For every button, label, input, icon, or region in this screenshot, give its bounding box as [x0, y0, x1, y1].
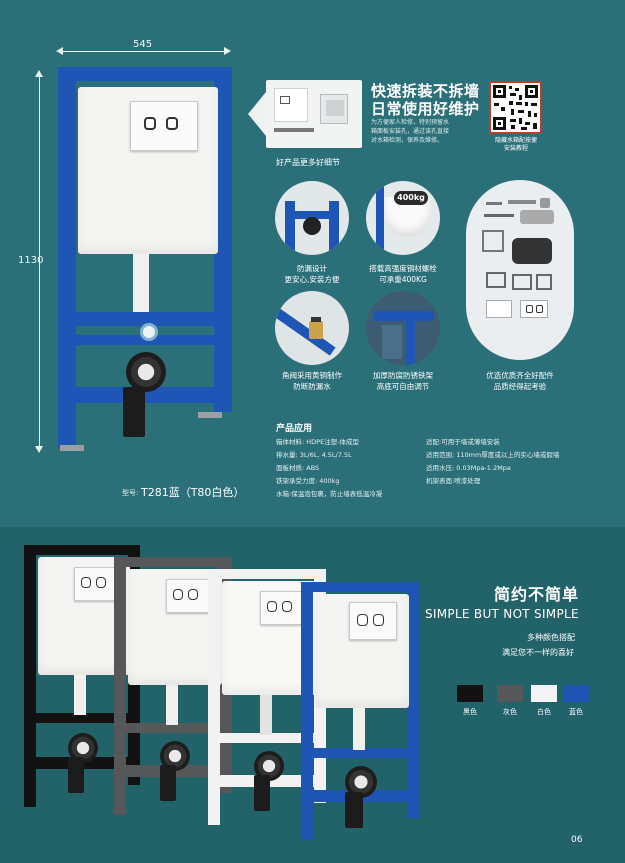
- accessories-image: [466, 180, 574, 360]
- brass-valve-image: [275, 291, 349, 365]
- swatch-label-blue: 蓝色: [569, 708, 583, 716]
- detail-3-line-1: 角阀采用黄铜制作: [282, 371, 342, 380]
- pointer-arrow: [248, 92, 266, 136]
- application-heading: 产品应用: [276, 424, 313, 434]
- swatch-label-black: 黑色: [463, 708, 477, 716]
- spec-right-item: 适用范围: 110mm厚度或以上的实心墙或假墙: [426, 451, 560, 459]
- swatch-grey[interactable]: [497, 685, 523, 702]
- swatch-white[interactable]: [531, 685, 557, 702]
- slogan-en: SIMPLE BUT NOT SIMPLE: [425, 607, 579, 621]
- spec-left-item: 水箱:保温泡包裹，防止墙表低温冷凝: [276, 490, 383, 498]
- iron-frame-image: [366, 291, 440, 365]
- quick-install-title-2: 日常使用好维护: [371, 100, 480, 118]
- swatch-label-white: 白色: [537, 708, 551, 716]
- detail-1-line-2: 更安心,安装方便: [284, 275, 340, 284]
- model-label: 型号:: [122, 489, 139, 497]
- detail-2-line-1: 搭载高强度钢材螺栓: [369, 264, 437, 273]
- swatch-blue[interactable]: [563, 685, 589, 702]
- qr-caption-2: 安装教程: [503, 145, 528, 152]
- detail-1-line-1: 防漏设计: [297, 264, 327, 273]
- quick-install-desc-2: 箱面板安装孔，通过该孔直接: [371, 128, 450, 135]
- quick-install-image: [266, 80, 362, 148]
- detail-4-line-1: 加厚防腐防锈铁架: [373, 371, 433, 380]
- quick-install-title-1: 快速拆装不拆墙: [371, 82, 480, 100]
- accessories-line-1: 优选优质齐全好配件: [486, 371, 554, 380]
- qr-code[interactable]: [489, 81, 542, 134]
- leak-proof-image: [275, 181, 349, 255]
- slogan-line-2: 满足您不一样的喜好: [502, 648, 574, 657]
- white-frame: [208, 569, 326, 825]
- page-number: 06: [571, 835, 583, 845]
- quick-install-desc-1: 为方便家人检修，特别预留水: [371, 119, 450, 126]
- spec-left-item: 铁架承受力度: 400kg: [276, 477, 340, 485]
- spec-left-item: 箱体材料: HDPE注塑-体成型: [276, 438, 360, 446]
- spec-right-item: 机架表面:喷漆处理: [426, 477, 481, 485]
- spec-right-item: 适用水压: 0.03Mpa-1.2Mpa: [426, 464, 511, 472]
- spec-right-item: 适配:可用于墙或薄墙安装: [426, 438, 500, 446]
- slogan-line-1: 多种颜色搭配: [527, 633, 575, 642]
- width-value: 545: [133, 39, 153, 50]
- accessories-line-2: 品质经得起考验: [493, 382, 547, 391]
- detail-4-line-2: 高底可自由调节: [376, 382, 430, 391]
- slogan-cn: 简约不简单: [494, 585, 580, 604]
- blue-frame: [301, 582, 419, 840]
- model-name: T281蓝（T80白色）: [141, 486, 245, 499]
- load-badge: 400kg: [394, 191, 428, 205]
- detail-2-line-2: 可承重400KG: [379, 275, 427, 284]
- detail-3-line-2: 防断防漏水: [293, 382, 331, 391]
- swatch-label-grey: 灰色: [503, 708, 517, 716]
- main-blue-frame: [58, 67, 232, 457]
- qr-caption-1: 隐藏水箱配按便: [494, 137, 537, 144]
- swatch-black[interactable]: [457, 685, 483, 702]
- spec-left-item: 面板材质: ABS: [276, 464, 320, 472]
- spec-left-item: 排水量: 3L/6L, 4.5L/7.5L: [276, 451, 352, 459]
- height-value: 1130: [18, 255, 44, 266]
- details-heading: 好产品更多好细节: [276, 158, 340, 167]
- steel-bolt-image: 400kg: [366, 181, 440, 255]
- quick-install-desc-3: 对水箱检测，保养及维修。: [371, 137, 444, 144]
